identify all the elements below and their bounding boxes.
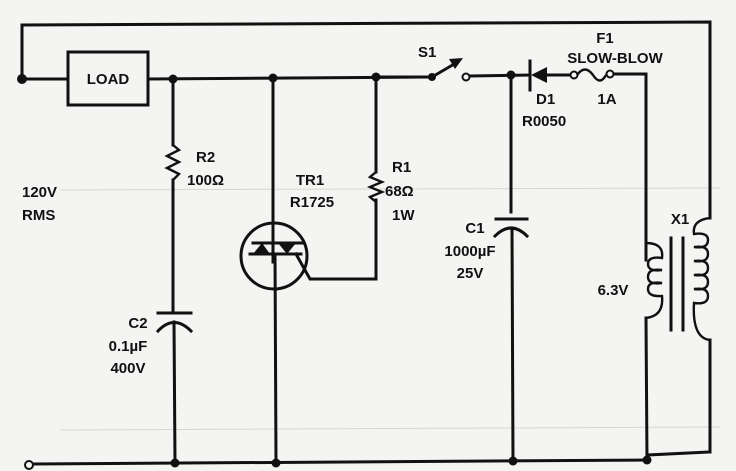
- load-label: LOAD: [87, 71, 130, 88]
- resistor-r2: [164, 144, 182, 181]
- c1-value: 1000µF: [444, 243, 495, 260]
- x1-secondary-voltage: 6.3V: [598, 282, 629, 299]
- switch-s1-lever: [429, 60, 459, 80]
- tr1-ref: TR1: [296, 172, 324, 189]
- junction-dot: [17, 74, 27, 84]
- wire-c2-bottom: [172, 320, 177, 464]
- wire-secondary-bottom: [644, 316, 649, 462]
- c2-ref: C2: [128, 315, 147, 332]
- bottom-bus: [32, 458, 649, 466]
- supply-voltage: 120V: [22, 184, 57, 201]
- wire-triac-mt1: [273, 252, 278, 464]
- transformer-primary-coil: [692, 216, 711, 342]
- top-return-wire: [20, 20, 712, 220]
- wire-primary-return: [645, 450, 712, 457]
- diode-d1-anode: [531, 67, 547, 83]
- fuse-terminal: [605, 69, 615, 79]
- switch-contact: [461, 72, 471, 82]
- tr1-part: R1725: [290, 194, 334, 211]
- junction-dot: [271, 458, 281, 468]
- d1-part: R0050: [522, 113, 566, 130]
- wire-switch-diode: [468, 73, 532, 78]
- c2-rating: 400V: [110, 360, 145, 377]
- fuse-f1: [576, 68, 608, 82]
- scan-artifact: [59, 426, 721, 431]
- wire-fuse-secondary: [612, 72, 648, 262]
- triac-arrow-down: [278, 243, 296, 254]
- r1-ref: R1: [392, 159, 411, 176]
- resistor-r1: [366, 171, 386, 203]
- junction-dot: [642, 455, 652, 465]
- wire-c1-bottom: [510, 226, 515, 462]
- c2-value: 0.1µF: [109, 338, 148, 355]
- s1-ref: S1: [418, 44, 436, 61]
- f1-rating: 1A: [597, 91, 616, 108]
- r2-value: 100Ω: [187, 172, 224, 189]
- triac-arrow-up: [253, 243, 270, 254]
- f1-ref: F1: [596, 30, 614, 47]
- c1-rating: 25V: [457, 265, 484, 282]
- switch-s1-arrow: [449, 58, 463, 69]
- x1-ref: X1: [671, 211, 689, 228]
- d1-ref: D1: [536, 91, 555, 108]
- r2-ref: R2: [196, 149, 215, 166]
- r1-value: 68Ω: [385, 183, 414, 200]
- triac-gate-wire: [293, 198, 378, 281]
- transformer-secondary-coil: [645, 241, 664, 320]
- scan-artifact: [59, 187, 721, 191]
- junction-dot: [170, 458, 180, 468]
- junction-dot: [508, 456, 518, 466]
- c1-ref: C1: [465, 220, 484, 237]
- r1-rating: 1W: [392, 207, 415, 224]
- fuse-terminal: [569, 70, 579, 80]
- supply-type: RMS: [22, 207, 55, 224]
- f1-type: SLOW-BLOW: [567, 50, 663, 67]
- supply-terminal: [24, 460, 34, 470]
